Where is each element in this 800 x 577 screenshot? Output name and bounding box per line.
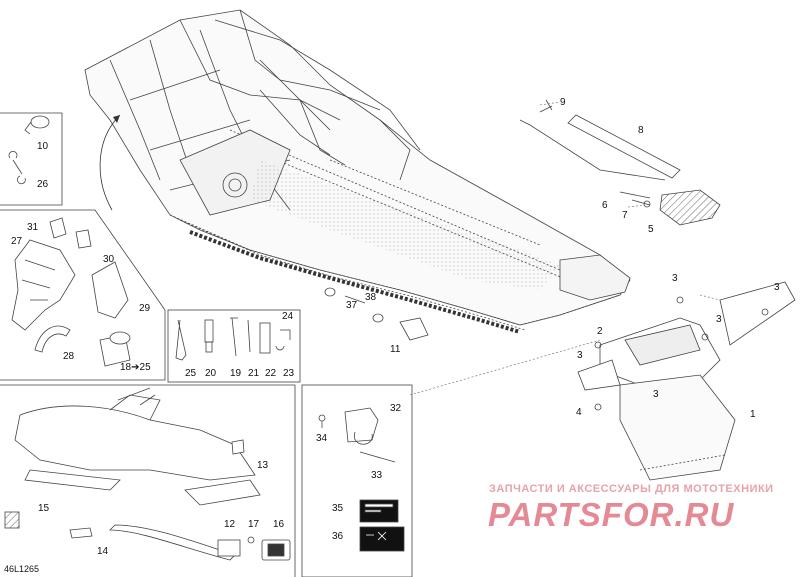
callout-22: 22	[265, 368, 277, 379]
diagram-code: 46L1265	[4, 564, 40, 574]
chassis-frame	[84, 9, 631, 331]
callout-20: 20	[205, 368, 217, 379]
box-side-panels	[0, 209, 166, 381]
callout-37: 37	[346, 300, 358, 311]
callout-16: 16	[273, 519, 285, 530]
callout-2: 2	[597, 326, 603, 337]
callout-3-top: 3	[672, 273, 678, 284]
callout-24: 24	[282, 311, 294, 322]
callout-33: 33	[371, 470, 383, 481]
callout-32: 32	[390, 403, 402, 414]
callout-23: 23	[283, 368, 295, 379]
callout-28: 28	[63, 351, 75, 362]
callout-4: 4	[576, 407, 582, 418]
callout-11: 11	[390, 344, 401, 355]
callout-25: 25	[185, 368, 197, 379]
tail-light-assembly	[519, 99, 721, 226]
callout-38: 38	[365, 292, 377, 303]
callout-5: 5	[648, 224, 654, 235]
callout-29: 29	[139, 303, 151, 314]
box-mirror-tools	[0, 112, 63, 206]
callout-3-left: 3	[577, 350, 583, 361]
small-fasteners	[324, 287, 429, 341]
callout-35: 35	[332, 503, 344, 514]
callout-31: 31	[27, 222, 39, 233]
callout-3-right: 3	[774, 282, 780, 293]
box-labels-hitch	[301, 384, 413, 577]
callout-13: 13	[257, 460, 269, 471]
callout-8: 8	[638, 125, 644, 136]
callout-18-25: 18➔25	[120, 362, 151, 373]
watermark-tagline: ЗАПЧАСТИ И АКСЕССУАРЫ ДЛЯ МОТОТЕХНИКИ	[489, 483, 774, 495]
snow-flap-assembly	[577, 281, 796, 481]
tunnel-texture	[250, 160, 560, 290]
leader-curve	[99, 114, 121, 211]
callout-27: 27	[11, 236, 23, 247]
callout-26: 26	[37, 179, 49, 190]
watermark-logo: PARTSFOR.RU	[488, 496, 735, 533]
box-vehicle-overview	[0, 384, 296, 577]
leader-lines	[409, 101, 721, 396]
callout-12: 12	[224, 519, 236, 530]
callout-34: 34	[316, 433, 328, 444]
callout-7: 7	[622, 210, 628, 221]
callout-6: 6	[602, 200, 608, 211]
callout-19: 19	[230, 368, 242, 379]
callout-1: 1	[750, 409, 756, 420]
box-tool-kit	[167, 309, 301, 383]
callout-14: 14	[97, 546, 109, 557]
callout-3-mid: 3	[716, 314, 722, 325]
callout-36: 36	[332, 531, 344, 542]
callout-21: 21	[248, 368, 260, 379]
callout-30: 30	[103, 254, 115, 265]
callout-9: 9	[560, 97, 566, 108]
callout-15: 15	[38, 503, 50, 514]
callout-3-bottom: 3	[653, 389, 659, 400]
callout-17: 17	[248, 519, 260, 530]
callout-10: 10	[37, 141, 49, 152]
track-rail	[189, 230, 521, 334]
